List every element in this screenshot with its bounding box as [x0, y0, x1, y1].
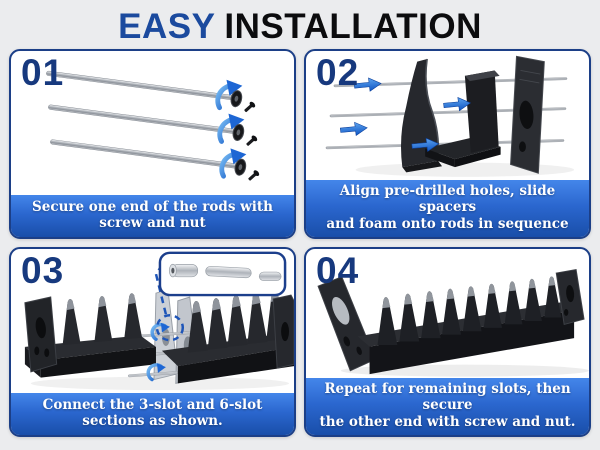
page-title: INSTALLATION	[224, 6, 482, 46]
step-number: 02	[316, 52, 360, 93]
rod-coupler-inset	[158, 251, 287, 297]
step3-illustration: 03	[11, 249, 294, 393]
caption-line: Align pre-drilled holes, slide spacers	[339, 182, 556, 216]
three-slot-section	[24, 292, 156, 378]
assembled-rack	[357, 269, 585, 375]
step2-caption-banner: Align pre-drilled holes, slide spacers a…	[306, 179, 589, 237]
step1-illustration: 01	[11, 51, 294, 195]
step4-illustration: 04	[306, 249, 589, 378]
page-header: EASY INSTALLATION	[0, 0, 600, 48]
caption-line: sections as shown.	[82, 413, 223, 429]
step1-caption-banner: Secure one end of the rods with screw an…	[11, 195, 294, 237]
caption-line: Secure one end of the rods with	[32, 198, 273, 215]
caption-line: Connect the 3-slot and 6-slot	[42, 396, 263, 413]
steps-grid: 01	[9, 49, 591, 437]
spacers-onto-rods-graphic	[325, 55, 575, 177]
step-number: 04	[316, 250, 360, 291]
six-slot-section	[161, 288, 294, 384]
step-card-4: 04	[304, 247, 591, 437]
step-number: 03	[21, 250, 65, 291]
end-plate	[510, 55, 545, 174]
caption-line: the other end with screw and nut.	[319, 413, 576, 430]
foam-block	[425, 70, 501, 168]
step-card-1: 01	[9, 49, 296, 239]
assembled-rack-graphic	[317, 269, 589, 377]
caption-line: screw and nut	[99, 215, 206, 231]
caption-line: and foam onto rods in sequence	[326, 215, 569, 232]
step4-caption-banner: Repeat for remaining slots, then secure …	[306, 377, 589, 435]
step-number: 01	[21, 52, 65, 93]
caption-line: Repeat for remaining slots, then secure	[324, 380, 571, 414]
connect-sections-graphic	[24, 251, 294, 391]
step2-illustration: 02	[306, 51, 589, 180]
page-title-highlight: EASY	[118, 6, 216, 46]
step3-caption-banner: Connect the 3-slot and 6-slot sections a…	[11, 393, 294, 435]
step-card-3: 03	[9, 247, 296, 437]
dashed-callout-circle	[155, 314, 185, 342]
step-card-2: 02	[304, 49, 591, 239]
direction-arrow-icon	[339, 120, 369, 138]
